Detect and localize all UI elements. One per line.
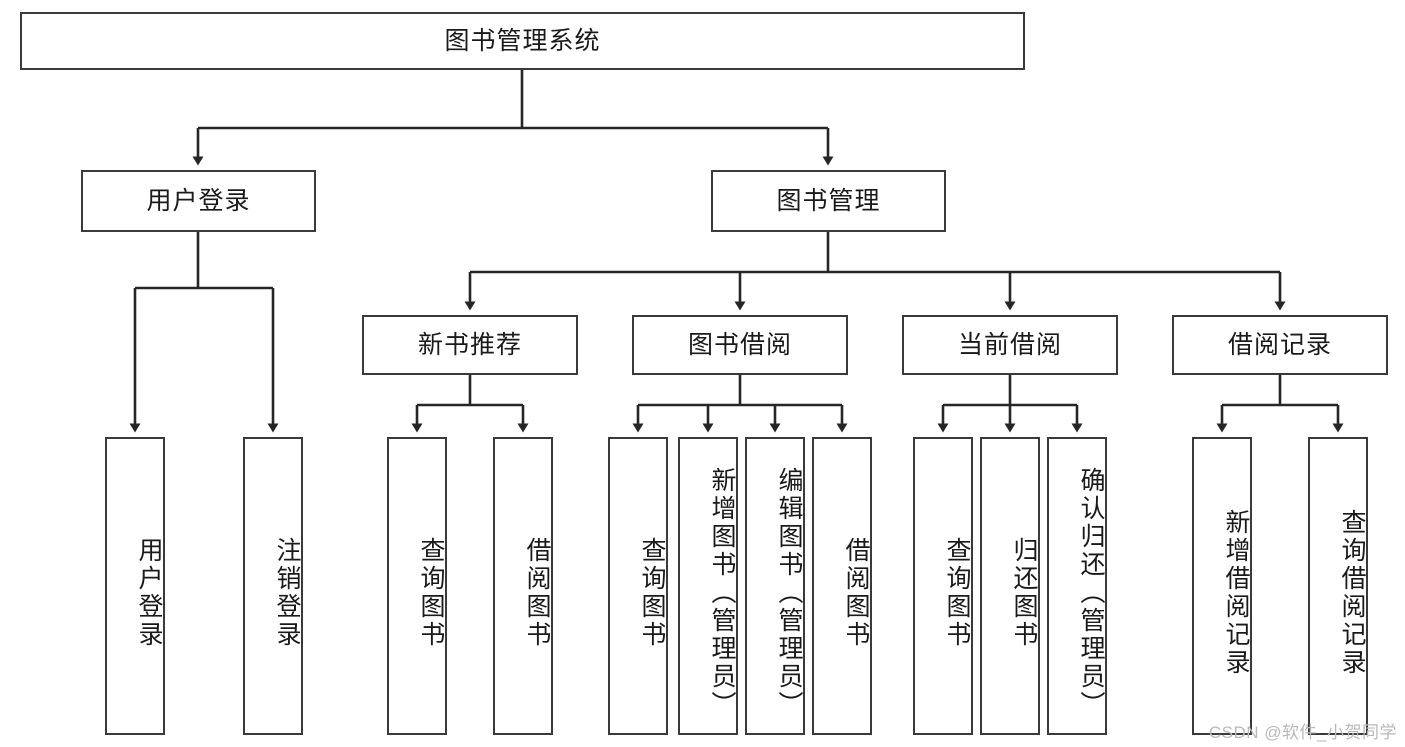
node-leaf-user-login-label: 用户登录	[135, 537, 163, 649]
node-leaf-add-book[interactable]: 新增图书（管理员）	[678, 437, 738, 735]
node-leaf-confirm-return-label: 确认归还（管理员）	[1077, 467, 1105, 719]
node-borrow-record[interactable]: 借阅记录	[1172, 315, 1388, 375]
node-leaf-edit-book-label: 编辑图书（管理员）	[775, 467, 803, 719]
node-book-manage[interactable]: 图书管理	[711, 170, 946, 232]
node-user-login[interactable]: 用户登录	[81, 170, 316, 232]
node-root-label: 图书管理系统	[444, 26, 601, 55]
node-new-book-recommend-label: 新书推荐	[417, 330, 522, 359]
node-current-borrow[interactable]: 当前借阅	[902, 315, 1118, 375]
node-leaf-borrow-book-1-label: 借阅图书	[523, 537, 551, 649]
node-leaf-add-book-label: 新增图书（管理员）	[708, 467, 736, 719]
node-leaf-borrow-book-1[interactable]: 借阅图书	[493, 437, 553, 735]
node-user-login-label: 用户登录	[146, 186, 251, 215]
node-leaf-query-record-label: 查询借阅记录	[1338, 509, 1366, 677]
node-leaf-query-book-2[interactable]: 查询图书	[608, 437, 668, 735]
node-leaf-logout-label: 注销登录	[273, 537, 301, 649]
node-leaf-add-record[interactable]: 新增借阅记录	[1192, 437, 1252, 735]
node-book-manage-label: 图书管理	[776, 186, 881, 215]
node-leaf-query-book-1-label: 查询图书	[417, 537, 445, 649]
node-root[interactable]: 图书管理系统	[20, 12, 1025, 70]
node-leaf-return-book-label: 归还图书	[1010, 537, 1038, 649]
node-leaf-logout[interactable]: 注销登录	[243, 437, 303, 735]
node-new-book-recommend[interactable]: 新书推荐	[362, 315, 578, 375]
node-leaf-query-book-1[interactable]: 查询图书	[387, 437, 447, 735]
node-leaf-edit-book[interactable]: 编辑图书（管理员）	[745, 437, 805, 735]
node-leaf-borrow-book-2[interactable]: 借阅图书	[812, 437, 872, 735]
node-leaf-borrow-book-2-label: 借阅图书	[842, 537, 870, 649]
watermark: CSDN @软件_小贺同学	[1208, 723, 1397, 742]
node-borrow-record-label: 借阅记录	[1227, 330, 1332, 359]
node-current-borrow-label: 当前借阅	[957, 330, 1062, 359]
node-leaf-confirm-return[interactable]: 确认归还（管理员）	[1047, 437, 1107, 735]
node-leaf-query-book-3-label: 查询图书	[943, 537, 971, 649]
node-leaf-add-record-label: 新增借阅记录	[1222, 509, 1250, 677]
node-leaf-query-record[interactable]: 查询借阅记录	[1308, 437, 1368, 735]
node-book-borrow[interactable]: 图书借阅	[632, 315, 848, 375]
node-book-borrow-label: 图书借阅	[687, 330, 792, 359]
node-leaf-user-login[interactable]: 用户登录	[105, 437, 165, 735]
node-leaf-query-book-2-label: 查询图书	[638, 537, 666, 649]
node-leaf-query-book-3[interactable]: 查询图书	[913, 437, 973, 735]
node-leaf-return-book[interactable]: 归还图书	[980, 437, 1040, 735]
